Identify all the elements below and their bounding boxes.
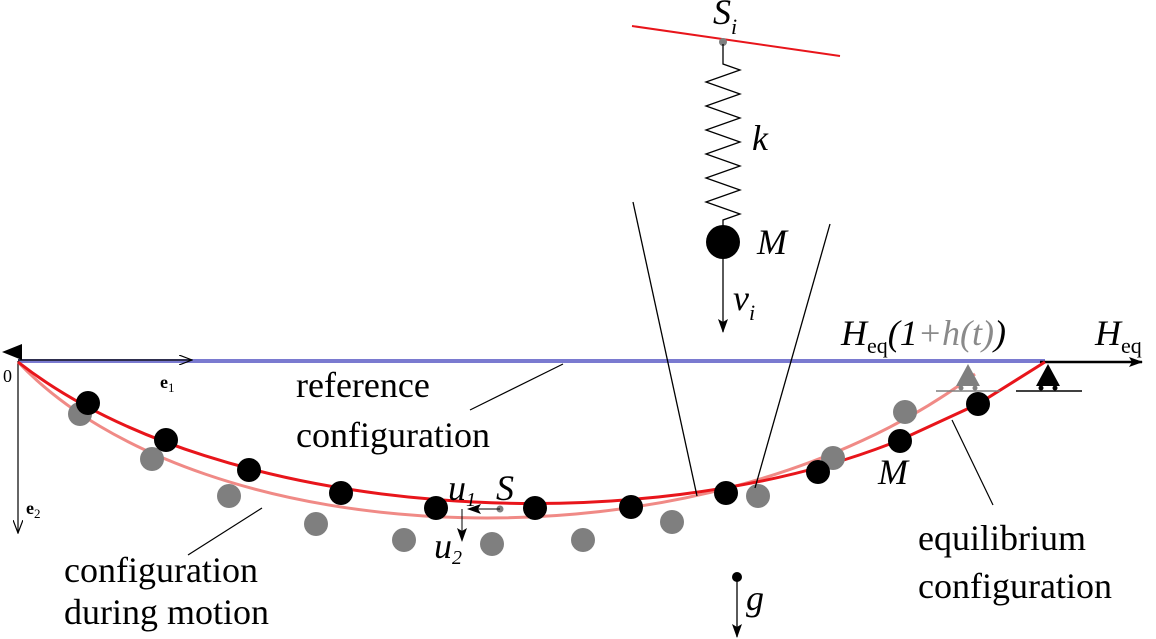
- spring-support-curve: [631, 25, 841, 57]
- gray-mass: [217, 484, 241, 508]
- gray-mass: [571, 528, 595, 552]
- tension-right-label: Heq: [1094, 313, 1142, 358]
- reference-label-line1: reference: [296, 365, 430, 405]
- gray-mass: [392, 528, 416, 552]
- black-mass: [154, 428, 178, 452]
- top-mass: [706, 225, 740, 259]
- velocity-label: vi: [733, 278, 755, 325]
- gray-mass: [304, 512, 328, 536]
- equilibrium-pointer: [951, 419, 994, 506]
- gray-mass: [821, 446, 845, 470]
- point-S-label: S: [496, 468, 514, 508]
- zoom-line-right: [754, 223, 831, 489]
- equilibrium-label-line2: configuration: [918, 566, 1112, 606]
- e1-label: e1: [160, 372, 175, 395]
- gray-mass: [140, 447, 164, 471]
- black-masses: [76, 391, 990, 520]
- reference-label-line2: configuration: [296, 415, 490, 455]
- black-mass: [237, 458, 261, 482]
- gray-mass: [746, 484, 770, 508]
- black-support-icon: [1016, 364, 1082, 392]
- black-mass: [424, 496, 448, 520]
- black-mass: [76, 391, 100, 415]
- left-support-icon: [2, 344, 22, 360]
- spring-node-label: Si: [713, 0, 737, 39]
- gravity-label: g: [746, 578, 764, 618]
- black-mass: [619, 495, 643, 519]
- black-mass: [714, 481, 738, 505]
- gray-mass: [893, 400, 917, 424]
- u1-label: u1: [448, 468, 476, 511]
- black-mass: [966, 392, 990, 416]
- motion-label-line2: during motion: [64, 592, 269, 632]
- gray-mass: [660, 510, 684, 534]
- black-mass: [329, 481, 353, 505]
- equilibrium-label-line1: equilibrium: [918, 518, 1086, 558]
- zoom-line-left: [632, 201, 698, 497]
- motion-pointer: [187, 507, 263, 556]
- top-mass-label: M: [756, 222, 789, 262]
- gravity-origin: [732, 572, 742, 582]
- gray-support-icon: [936, 364, 1000, 392]
- black-mass: [806, 460, 830, 484]
- spring-constant-label: k: [752, 118, 769, 158]
- reference-pointer: [469, 363, 564, 411]
- origin-label: 0: [3, 366, 12, 386]
- gray-mass: [480, 532, 504, 556]
- motion-label-line1: configuration: [64, 550, 258, 590]
- e2-label: e2: [26, 498, 41, 521]
- gray-masses: [68, 400, 917, 556]
- spring-node: [719, 38, 727, 46]
- u2-label: u2: [434, 526, 462, 569]
- black-mass: [523, 496, 547, 520]
- tension-left-label: Heq(1+h(t)): [840, 313, 1006, 358]
- black-mass: [888, 429, 912, 453]
- spring-icon: [704, 44, 742, 240]
- cable-mass-label: M: [877, 452, 910, 492]
